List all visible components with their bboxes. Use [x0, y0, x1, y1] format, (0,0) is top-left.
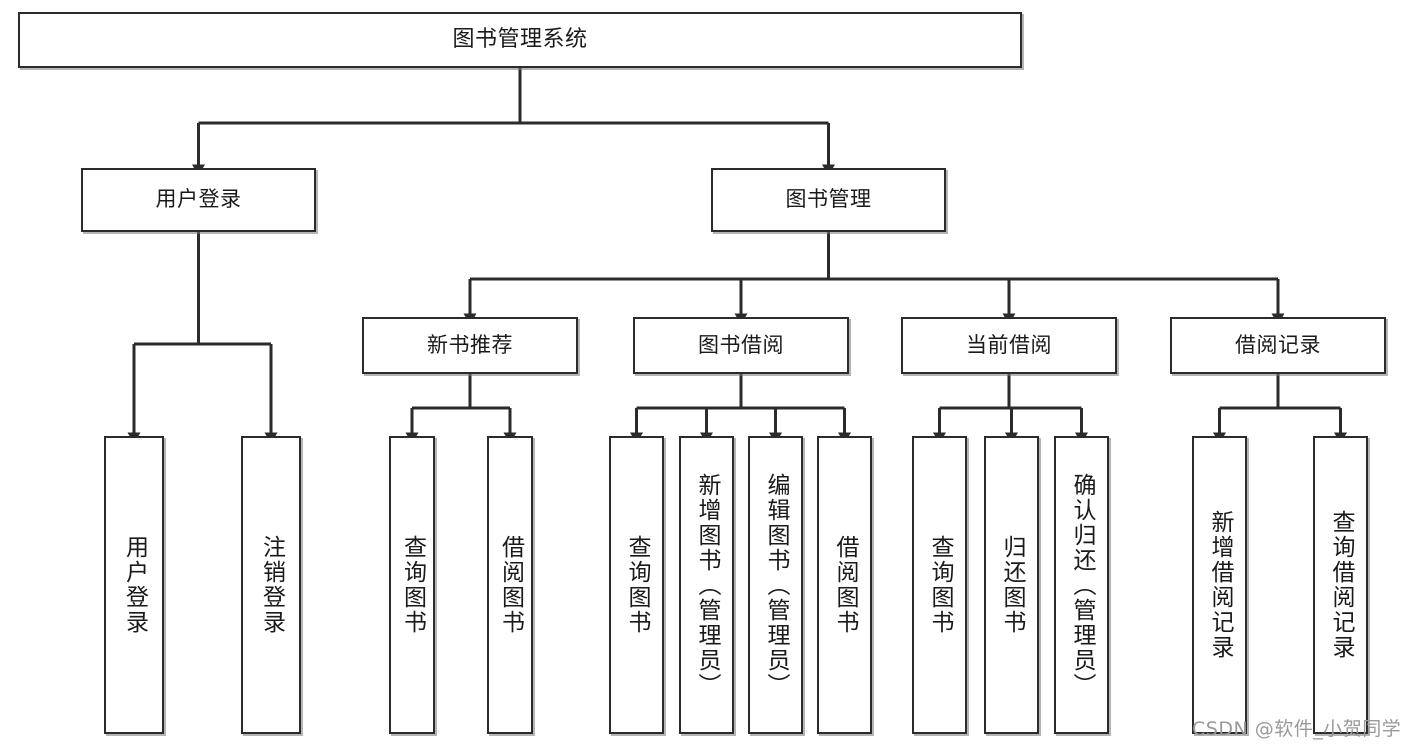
node-new-book-rec[interactable]: 新书推荐	[362, 317, 578, 374]
node-label: 用户登录	[155, 187, 242, 212]
node-book-manage[interactable]: 图书管理	[711, 168, 946, 232]
node-leaf-borrow-book-2[interactable]: 借阅图书	[817, 436, 872, 734]
node-label: 新增图书（管理员）	[694, 472, 720, 698]
node-book-borrow[interactable]: 图书借阅	[633, 317, 849, 374]
node-leaf-user-logout[interactable]: 注销登录	[241, 436, 301, 734]
node-label: 借阅图书	[497, 535, 524, 635]
node-user-login[interactable]: 用户登录	[81, 168, 316, 232]
node-leaf-query-book-1[interactable]: 查询图书	[389, 436, 435, 734]
node-leaf-borrow-book-1[interactable]: 借阅图书	[487, 436, 533, 734]
csdn-watermark: CSDN @软件_小贺同学	[1192, 718, 1402, 740]
node-label: 查询图书	[399, 535, 426, 635]
node-label: 图书管理系统	[452, 26, 588, 52]
node-leaf-query-book-3[interactable]: 查询图书	[912, 436, 967, 734]
node-label: 新增借阅记录	[1207, 510, 1233, 660]
node-label: 确认归还（管理员）	[1069, 472, 1095, 698]
node-label: 用户登录	[121, 535, 148, 635]
node-leaf-confirm-return[interactable]: 确认归还（管理员）	[1054, 436, 1109, 734]
node-leaf-add-record[interactable]: 新增借阅记录	[1192, 436, 1247, 734]
node-label: 图书管理	[785, 187, 872, 212]
node-borrow-record[interactable]: 借阅记录	[1170, 317, 1386, 374]
node-leaf-return-book[interactable]: 归还图书	[984, 436, 1039, 734]
node-label: 编辑图书（管理员）	[763, 472, 789, 698]
node-label: 查询图书	[624, 535, 650, 635]
node-leaf-edit-book[interactable]: 编辑图书（管理员）	[748, 436, 803, 734]
node-label: 借阅图书	[832, 535, 858, 635]
node-leaf-query-book-2[interactable]: 查询图书	[609, 436, 664, 734]
node-current-borrow[interactable]: 当前借阅	[901, 317, 1117, 374]
node-label: 查询借阅记录	[1328, 510, 1354, 660]
node-label: 借阅记录	[1235, 332, 1321, 357]
node-leaf-add-book[interactable]: 新增图书（管理员）	[679, 436, 734, 734]
node-label: 查询图书	[927, 535, 953, 635]
node-label: 新书推荐	[427, 332, 513, 357]
node-leaf-user-login[interactable]: 用户登录	[104, 436, 164, 734]
node-root[interactable]: 图书管理系统	[18, 12, 1022, 68]
node-label: 图书借阅	[698, 332, 784, 357]
node-label: 注销登录	[258, 535, 285, 635]
node-leaf-query-record[interactable]: 查询借阅记录	[1313, 436, 1368, 734]
node-label: 归还图书	[999, 535, 1025, 635]
node-label: 当前借阅	[966, 332, 1052, 357]
